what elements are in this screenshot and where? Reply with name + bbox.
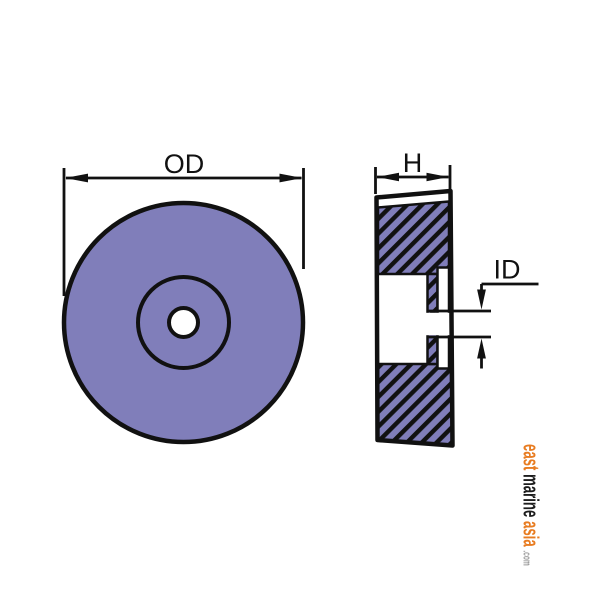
od-arrow-right-icon	[279, 173, 303, 183]
watermark-east: east	[519, 444, 543, 470]
center-hole-circle	[167, 306, 200, 339]
watermark-text: east marine asia .com	[519, 444, 543, 566]
od-label: OD	[164, 149, 205, 179]
id-label: ID	[494, 255, 521, 285]
id-arrow-down-icon	[477, 289, 486, 310]
front-view	[61, 200, 306, 445]
watermark-marine: marine	[519, 474, 543, 517]
watermark: east marine asia .com	[519, 444, 543, 566]
section-outline	[374, 188, 455, 448]
h-label: H	[403, 148, 423, 178]
id-arrow-up-icon	[477, 338, 486, 359]
counterbore-circle	[136, 275, 231, 370]
od-arrow-left-icon	[65, 173, 88, 183]
watermark-asia: asia	[519, 521, 543, 547]
od-dimension: OD	[62, 149, 305, 296]
section-hatch-top	[376, 200, 451, 276]
watermark-suffix: .com	[521, 550, 533, 565]
through-hole-band	[426, 312, 450, 336]
h-arrow-left-icon	[377, 172, 399, 182]
h-arrow-right-icon	[426, 172, 449, 182]
section-hatch-bottom	[376, 362, 454, 447]
id-dimension: ID	[477, 255, 539, 369]
side-section-view	[374, 188, 491, 448]
h-dimension: H	[374, 148, 452, 194]
